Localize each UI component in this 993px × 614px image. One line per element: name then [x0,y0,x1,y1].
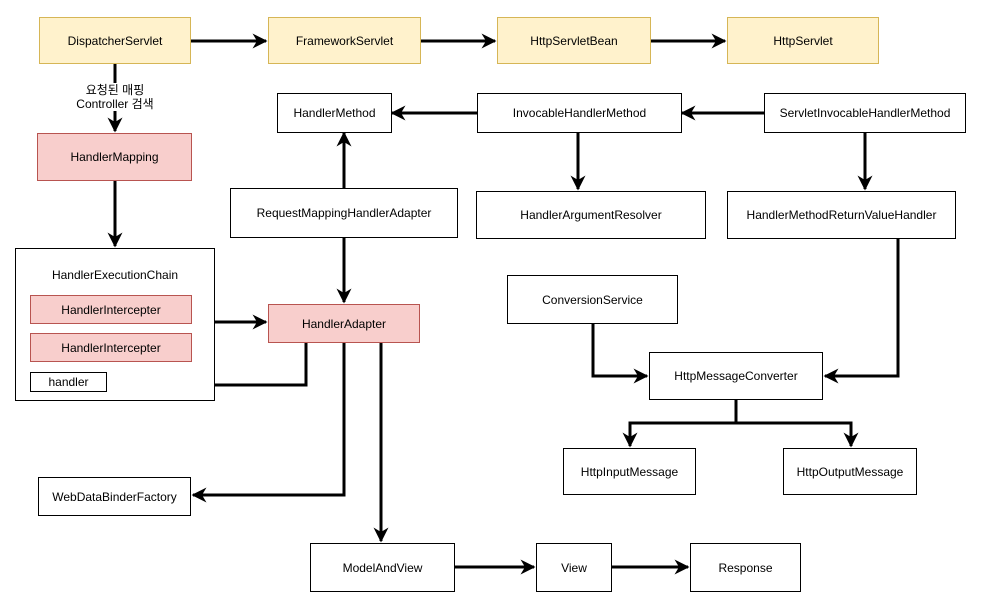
node-handler-method-return-value-handler: HandlerMethodReturnValueHandler [727,191,956,239]
node-model-and-view: ModelAndView [310,543,455,592]
node-handler-mapping: HandlerMapping [37,133,192,181]
edge-returnvaluehandler-to-messageconverter [823,239,900,384]
edge-label-mapping: 요청된 매핑 Controller 검색 [66,83,164,111]
edge-label-mapping-line1: 요청된 매핑 [85,83,145,97]
node-handler-method: HandlerMethod [277,93,392,133]
node-web-data-binder-factory: WebDataBinderFactory [38,477,191,516]
node-http-input-message: HttpInputMessage [563,448,696,495]
node-request-mapping-handler-adapter: RequestMappingHandlerAdapter [230,188,458,238]
node-invocable-handler-method: InvocableHandlerMethod [477,93,682,133]
node-http-servlet: HttpServlet [727,17,879,64]
node-http-output-message: HttpOutputMessage [783,448,917,495]
edge-messageconverter-to-input [622,400,738,448]
node-handler-intercepter-1: HandlerIntercepter [30,295,192,324]
node-servlet-invocable-handler-method: ServletInvocableHandlerMethod [764,93,966,133]
node-response: Response [690,543,801,592]
node-http-servlet-bean: HttpServletBean [497,17,651,64]
node-handler-adapter: HandlerAdapter [268,304,420,343]
node-dispatcher-servlet: DispatcherServlet [39,17,191,64]
node-handler-intercepter-2: HandlerIntercepter [30,333,192,362]
edge-adapter-to-webdatabinderfactory [191,343,346,503]
node-conversion-service: ConversionService [507,275,678,324]
edge-messageconverter-to-output [736,421,859,448]
node-handler-argument-resolver: HandlerArgumentResolver [476,191,706,239]
edge-conversionservice-to-messageconverter [591,324,649,384]
node-handler: handler [30,372,107,392]
node-view: View [536,543,612,592]
edge-label-mapping-line2: Controller 검색 [76,97,154,111]
node-http-message-converter: HttpMessageConverter [649,352,823,400]
handler-execution-chain-label: HandlerExecutionChain [51,268,179,282]
node-framework-servlet: FrameworkServlet [268,17,421,64]
